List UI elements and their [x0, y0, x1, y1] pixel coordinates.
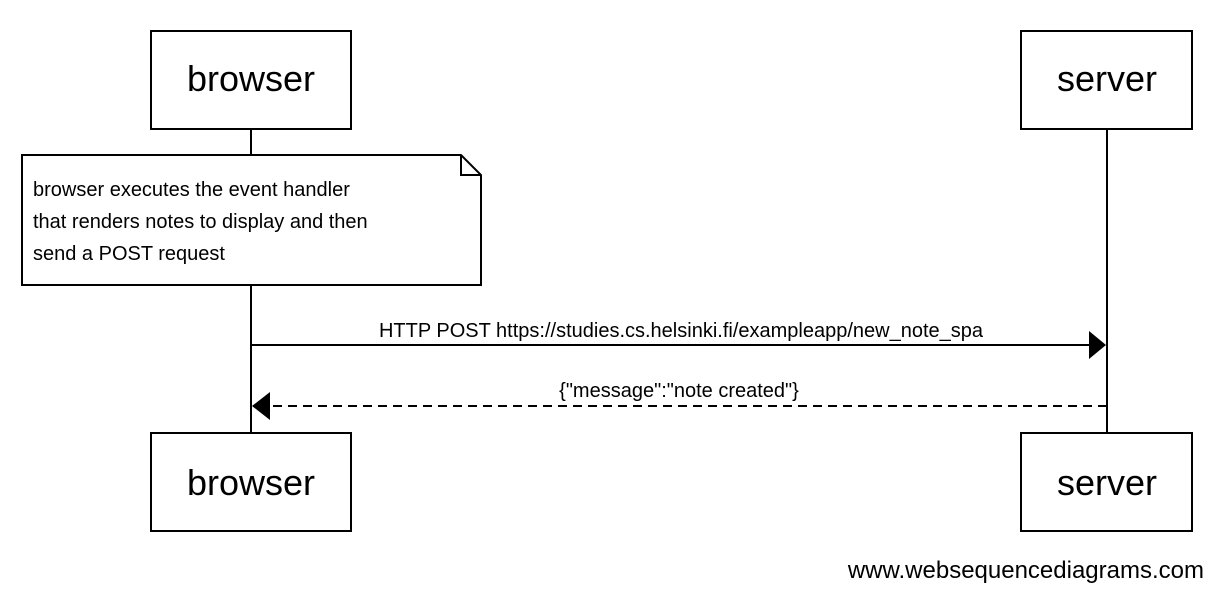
message-response: {"message":"note created"} [252, 380, 1107, 420]
participant-server-bottom: server [1020, 432, 1193, 532]
participant-server-top-label: server [1057, 58, 1157, 99]
message-post-request-arrowhead [1089, 331, 1106, 359]
note-line-1: browser executes the event handler [33, 179, 350, 201]
participant-browser-top-label: browser [187, 58, 315, 99]
participant-server-top: server [1020, 30, 1193, 130]
participant-browser-bottom: browser [150, 432, 352, 532]
message-post-request: HTTP POST https://studies.cs.helsinki.fi… [251, 320, 1106, 359]
participant-browser-bottom-label: browser [187, 462, 315, 503]
note-corner-fold [460, 155, 481, 176]
note: browser executes the event handler that … [21, 154, 482, 286]
participant-browser-top: browser [150, 30, 352, 130]
message-post-request-label: HTTP POST https://studies.cs.helsinki.fi… [379, 320, 984, 342]
participant-server-bottom-label: server [1057, 462, 1157, 503]
note-box [21, 154, 482, 286]
note-line-3: send a POST request [33, 243, 225, 265]
message-response-arrowhead [252, 392, 270, 420]
watermark: www.websequencediagrams.com [847, 557, 1204, 584]
message-response-label: {"message":"note created"} [559, 380, 799, 402]
note-line-2: that renders notes to display and then [33, 211, 368, 233]
